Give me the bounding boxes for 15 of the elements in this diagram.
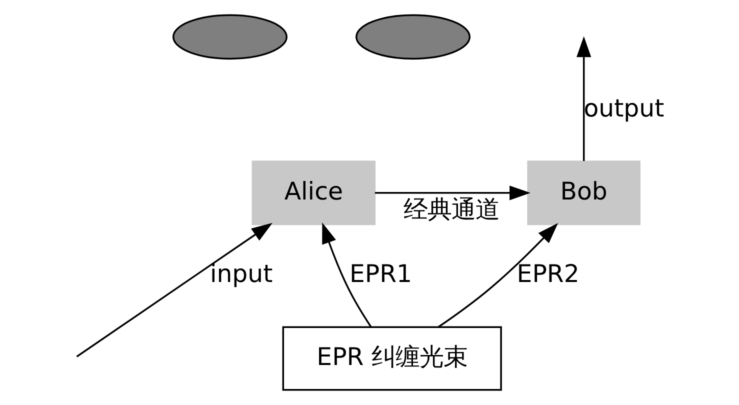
arrow (374, 186, 530, 200)
edge-label: output (583, 94, 664, 123)
node-box: EPR 纠缠光束 (282, 326, 502, 391)
edge-label: EPR2 (516, 259, 579, 288)
arrow (576, 36, 591, 162)
node-ellipse (355, 14, 470, 60)
edge-label: input (209, 259, 272, 288)
arrow (76, 222, 272, 358)
node-box: Alice (251, 160, 376, 226)
node-box: Bob (526, 160, 640, 226)
arrow (438, 222, 558, 328)
edge-label: 经典通道 (402, 194, 499, 224)
node-ellipse (172, 14, 288, 60)
edge-label: EPR1 (348, 259, 412, 288)
arrow (322, 222, 372, 328)
